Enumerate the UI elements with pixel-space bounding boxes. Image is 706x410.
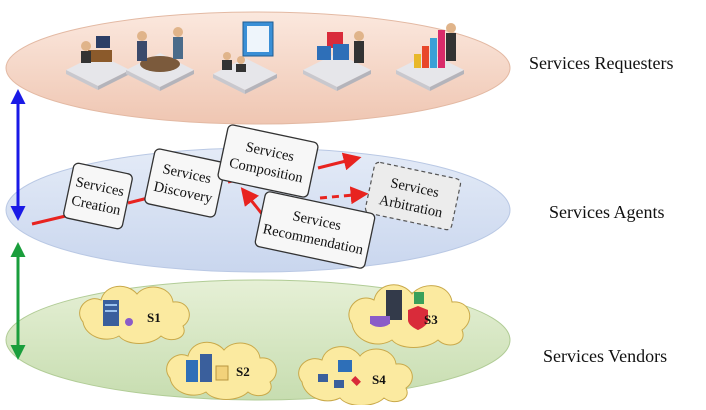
- vendor-cloud-s3: S3: [348, 284, 471, 348]
- vendor-cloud-s1: S1: [79, 285, 190, 344]
- presentation-icon: [213, 21, 277, 94]
- services-arbitration-box: Services Arbitration: [364, 161, 462, 231]
- cloud-icon: [298, 346, 413, 406]
- server-icon: [386, 290, 402, 320]
- flow-arrow-recommendation-feedback: [240, 187, 264, 215]
- s2-label: S2: [236, 364, 250, 379]
- s4-label: S4: [372, 372, 386, 387]
- services-vendors-label: Services Vendors: [543, 346, 668, 366]
- services-discovery-box: Services Discovery: [144, 148, 226, 218]
- network-icon: [338, 360, 352, 372]
- puzzle-teamwork-icon: [303, 31, 371, 91]
- services-composition-box: Services Composition: [217, 124, 319, 198]
- office-worker-icon: [66, 36, 130, 90]
- growth-chart-icon: [396, 23, 464, 91]
- vendor-cloud-s4: S4: [298, 346, 413, 406]
- s1-label: S1: [147, 310, 161, 325]
- vendor-cloud-s2: S2: [166, 341, 277, 400]
- flow-arrow-to-composition-top: [317, 152, 362, 171]
- server-icon: [186, 360, 198, 382]
- flow-arrow-to-arbitration: [319, 186, 369, 205]
- services-requesters-label: Services Requesters: [529, 53, 674, 73]
- server-icon: [103, 300, 119, 326]
- s3-label: S3: [424, 312, 438, 327]
- services-agents-label: Services Agents: [549, 202, 665, 222]
- meeting-icon: [126, 27, 194, 91]
- shield-icon: [408, 306, 428, 330]
- services-creation-box: Services Creation: [63, 162, 133, 230]
